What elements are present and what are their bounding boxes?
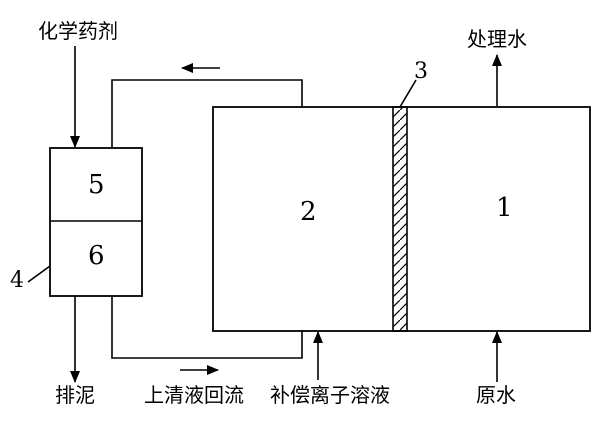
label-chemical-agent: 化学药剂 — [38, 19, 118, 43]
label-compensation-solution: 补偿离子溶液 — [270, 383, 390, 407]
number-5: 5 — [88, 170, 105, 200]
leader-line-3 — [399, 79, 417, 108]
number-1: 1 — [496, 193, 513, 223]
supernatant-return-line — [111, 296, 303, 359]
number-6: 6 — [88, 241, 105, 271]
label-sludge-discharge: 排泥 — [55, 383, 95, 407]
label-supernatant-return: 上清液回流 — [144, 383, 244, 407]
recycle-line-top — [111, 79, 303, 148]
leader-line-4 — [27, 265, 51, 283]
number-3: 3 — [414, 59, 428, 84]
number-2: 2 — [300, 197, 317, 227]
label-raw-water: 原水 — [476, 383, 516, 407]
membrane — [392, 106, 408, 332]
label-treated-water: 处理水 — [467, 27, 527, 51]
number-4: 4 — [10, 268, 24, 293]
treatment-unit — [49, 147, 143, 297]
